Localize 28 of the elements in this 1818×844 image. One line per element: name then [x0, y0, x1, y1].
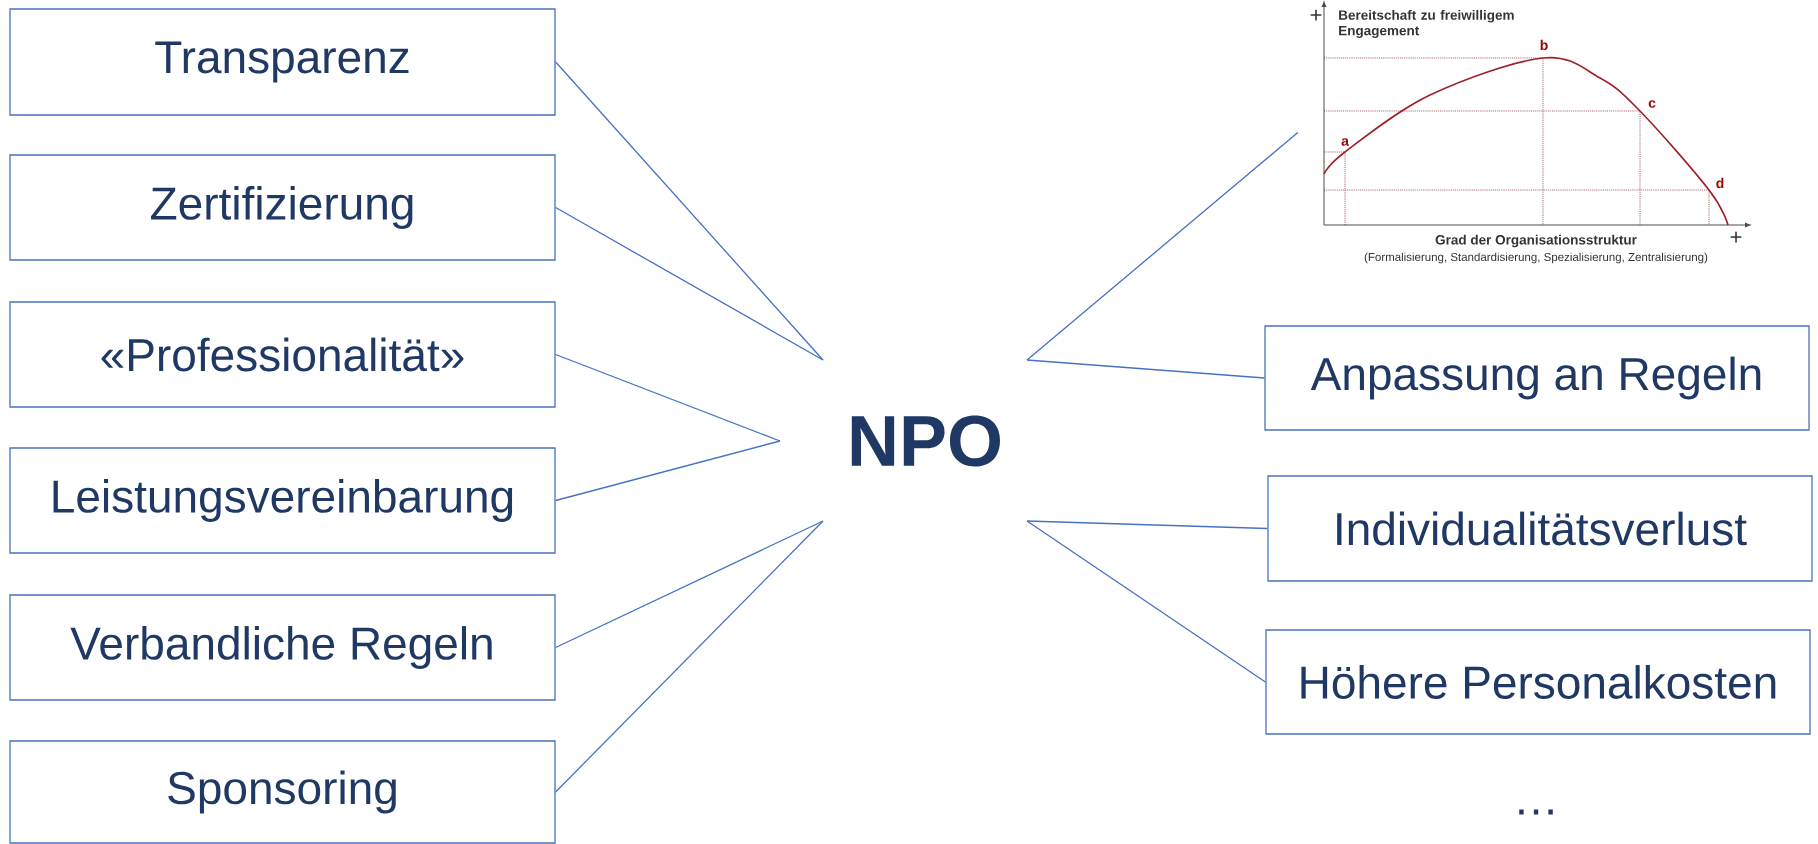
connector-line	[1026, 520, 1268, 530]
point-label: a	[1341, 138, 1349, 146]
text-box: Verbandliche Regeln	[9, 594, 556, 701]
connector-line	[555, 440, 781, 502]
connector-line	[555, 520, 824, 793]
axis-label: Bereitschaft zu freiwilligem Engagement	[1339, 9, 1514, 39]
connector-line	[1026, 131, 1299, 361]
axis-subtitle: (Formalisierung, Standardisierung, Spezialisierung, Zentralisierung)	[1364, 252, 1708, 264]
text-box: Leistungsvereinbarung	[9, 447, 556, 554]
text-box: Transparenz	[9, 8, 556, 116]
text-box: «Professionalität»	[9, 301, 556, 408]
line-chart-drawing	[1321, 1, 1751, 228]
connector-line	[1026, 520, 1266, 683]
point-label: d	[1716, 177, 1724, 189]
connector-line	[555, 353, 781, 442]
point-label: b	[1540, 39, 1548, 51]
text-box: Höhere Personalkosten	[1265, 629, 1811, 735]
text-box: Sponsoring	[9, 740, 556, 844]
connector-line	[1026, 359, 1265, 379]
connector-line	[555, 206, 824, 361]
ellipsis: …	[1519, 809, 1553, 815]
connector-line	[555, 61, 824, 361]
point-label: c	[1648, 100, 1656, 108]
text-box: Individualitätsverlust	[1267, 475, 1813, 582]
center-label: NPO	[851, 415, 1000, 467]
connector-line	[555, 520, 824, 649]
text-box: Zertifizierung	[9, 154, 556, 261]
text-box: Anpassung an Regeln	[1264, 325, 1810, 431]
